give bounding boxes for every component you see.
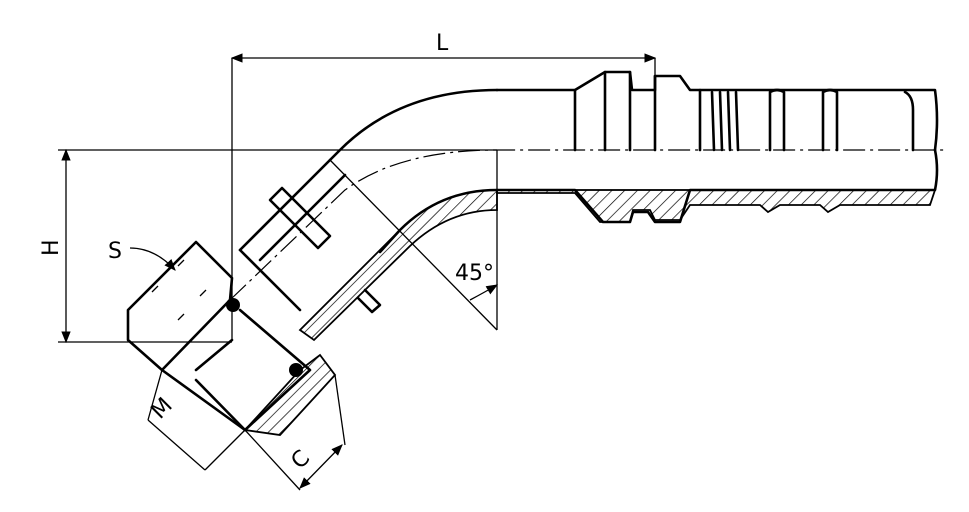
dim-label-s: S	[108, 239, 122, 264]
dim-label-h: H	[39, 239, 64, 256]
dimension-s: S	[108, 239, 176, 271]
dimension-angle: 45°	[329, 150, 499, 331]
dimension-l: L	[230, 31, 657, 340]
swivel-nut	[126, 240, 337, 436]
dim-label-c: C	[287, 446, 316, 475]
dim-label-m: M	[147, 393, 178, 424]
dim-label-angle: 45°	[455, 261, 494, 286]
dim-label-l: L	[436, 31, 449, 56]
dimension-h: H	[39, 148, 497, 344]
elbow-bend	[238, 88, 499, 342]
seal-dot	[289, 363, 303, 377]
hose-tail	[495, 70, 939, 224]
center-dot	[226, 298, 240, 312]
center-lines	[229, 149, 945, 301]
